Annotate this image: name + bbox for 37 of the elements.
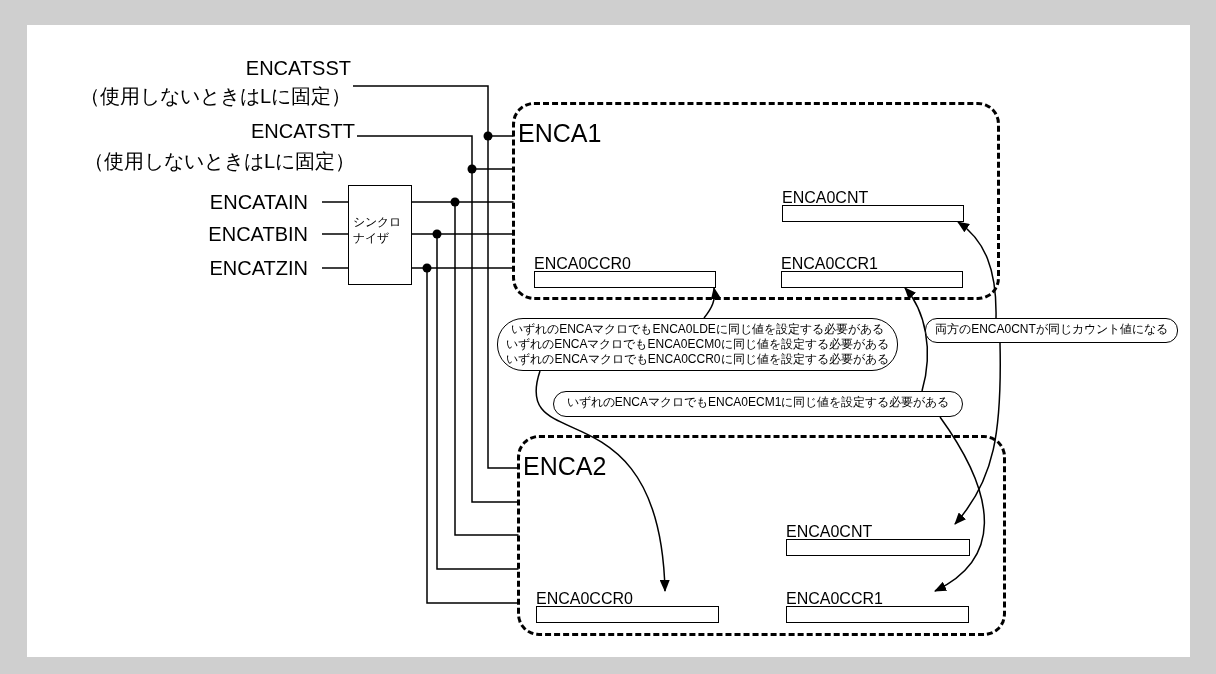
callout-text: いずれのENCAマクロでもENCA0LDEに同じ値を設定する必要がある bbox=[510, 322, 885, 337]
curved-arrow bbox=[904, 287, 929, 392]
module-block bbox=[517, 435, 1006, 636]
signal-wire bbox=[352, 85, 520, 469]
curved-arrow bbox=[934, 416, 986, 592]
signal-wire bbox=[411, 267, 520, 604]
signal-label: （使用しないときはLに固定） bbox=[78, 84, 351, 109]
callout-text: 両方のENCA0CNTが同じカウント値になる bbox=[934, 322, 1169, 337]
curved-arrow bbox=[535, 370, 670, 592]
block-title: ENCA1 bbox=[518, 119, 602, 147]
signal-wire bbox=[411, 233, 520, 570]
register-name: ENCA0CNT bbox=[786, 524, 873, 539]
module-block bbox=[512, 102, 1000, 300]
register-name: ENCA0CCR1 bbox=[786, 591, 883, 606]
callout-bubble bbox=[553, 391, 963, 417]
signal-wire bbox=[411, 201, 520, 536]
register-name: ENCA0CCR0 bbox=[536, 591, 633, 606]
block-title: ENCA2 bbox=[523, 452, 607, 480]
register-name: ENCA0CCR1 bbox=[781, 256, 878, 271]
signal-label: ENCATZIN bbox=[208, 256, 308, 281]
synchronizer-box: シンクロナイザ bbox=[348, 185, 412, 285]
signal-label: ENCATSTT bbox=[249, 119, 355, 144]
signal-label: ENCATAIN bbox=[208, 190, 308, 215]
callout-bubble bbox=[497, 318, 898, 371]
signal-label: ENCATBIN bbox=[207, 222, 308, 247]
signal-wire bbox=[356, 135, 520, 503]
curved-arrow bbox=[954, 342, 1002, 525]
callout-text: いずれのENCAマクロでもENCA0ECM0に同じ値を設定する必要がある bbox=[505, 337, 890, 352]
register-name: ENCA0CNT bbox=[782, 190, 869, 205]
callout-text: いずれのENCAマクロでもENCA0CCR0に同じ値を設定する必要がある bbox=[505, 352, 890, 367]
signal-label: ENCATSST bbox=[244, 56, 351, 81]
callout-text: いずれのENCAマクロでもENCA0ECM1に同じ値を設定する必要がある bbox=[565, 395, 951, 410]
register-name: ENCA0CCR0 bbox=[534, 256, 631, 271]
signal-label: （使用しないときはLに固定） bbox=[82, 149, 355, 174]
curved-arrow bbox=[703, 287, 721, 319]
callout-bubble bbox=[925, 318, 1178, 343]
curved-arrow bbox=[957, 221, 997, 319]
